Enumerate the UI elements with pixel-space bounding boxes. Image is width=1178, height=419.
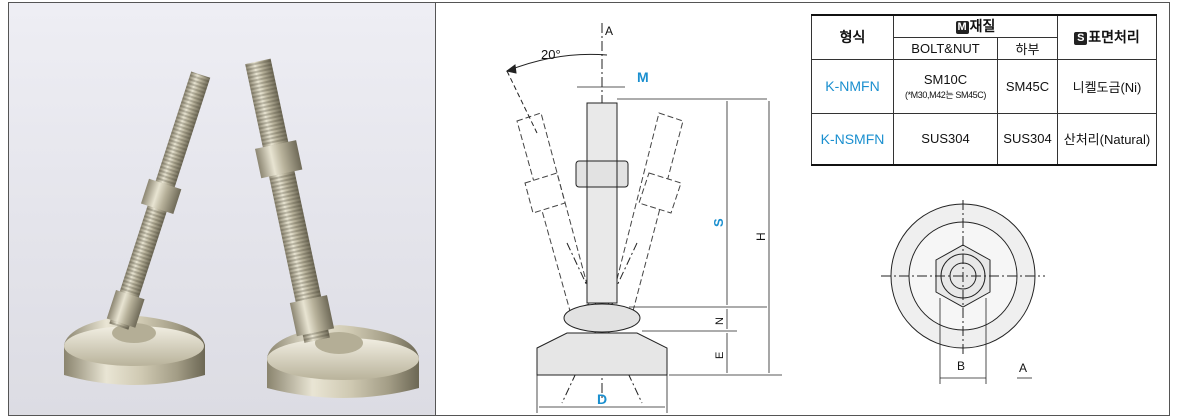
angle-label: 20° [541, 47, 561, 62]
bolt-cell: SUS304 [893, 112, 998, 166]
view-arrow-label: A [1019, 361, 1027, 375]
table-row: K-NSMFN SUS304 SUS304 산처리(Natural) [811, 112, 1157, 166]
tilt-outline-right [610, 112, 684, 312]
model-cell: K-NSMFN [811, 112, 894, 166]
tilt-outline-left [516, 112, 593, 312]
angle-arc [506, 53, 608, 72]
nut [575, 160, 629, 188]
table-row: K-NMFN SM10C (*M30,M42는 SM45C) SM45C 니켈도… [811, 58, 1157, 114]
surface-cell: 산처리(Natural) [1057, 112, 1157, 166]
bolt-shaft [586, 102, 618, 304]
dim-n-label: N [714, 317, 726, 325]
material-badge: M [955, 21, 969, 35]
leveling-feet-illustration [64, 58, 419, 398]
product-spec-frame: 20° A M S H N E D B [8, 2, 1170, 416]
dim-b-label: B [957, 359, 965, 373]
base-pad [536, 332, 668, 376]
model-cell: K-NMFN [811, 58, 894, 114]
bolt-cell: SM10C (*M30,M42는 SM45C) [893, 58, 998, 114]
dim-m-label: M [637, 69, 649, 85]
subheader-lower: 하부 [997, 36, 1058, 60]
bolt-note: (*M30,M42는 SM45C) [904, 89, 986, 100]
header-model: 형식 [811, 14, 894, 60]
right-foot [245, 58, 419, 398]
dim-d-label: D [597, 391, 607, 407]
product-photo [9, 3, 436, 415]
subheader-bolt: BOLT&NUT [893, 36, 998, 60]
technical-drawing-panel: 20° A M S H N E D B [437, 3, 1169, 415]
surface-badge: S [1074, 32, 1088, 46]
dim-h-label: H [754, 232, 768, 241]
side-view-drawing: 20° A M S H N E D [505, 23, 782, 413]
dim-s-label: S [711, 218, 726, 227]
left-foot [64, 71, 211, 385]
lower-cell: SUS304 [997, 112, 1058, 166]
surface-cell: 니켈도금(Ni) [1057, 58, 1157, 114]
top-view-drawing: B A [881, 200, 1045, 384]
view-label-top: A [605, 24, 613, 38]
ball-joint [563, 303, 641, 333]
lower-cell: SM45C [997, 58, 1058, 114]
dim-e-label: E [714, 352, 726, 359]
